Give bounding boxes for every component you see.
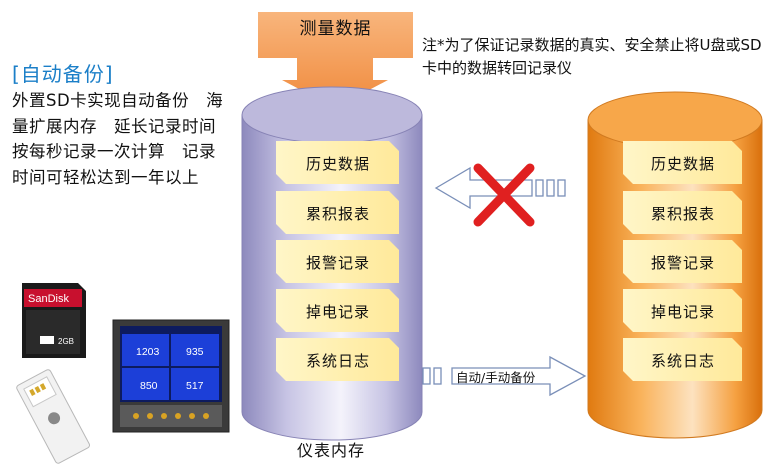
- forbidden-cross-icon: [473, 163, 535, 227]
- backup-item-alarm-record: 报警记录: [650, 254, 715, 272]
- internal-item-history: 历史数据: [305, 155, 370, 173]
- backup-slot-1: [623, 141, 742, 184]
- sd-card-capacity: 2GB: [58, 337, 74, 346]
- internal-slot-4: [276, 289, 399, 332]
- usb-stick-image: [16, 369, 90, 464]
- warning-note: 注*为了保证记录数据的真实、安全禁止将U盘或SD卡中的数据转回记录仪: [422, 36, 762, 77]
- internal-item-power-loss-record: 掉电记录: [305, 303, 370, 321]
- backup-slot-2: [623, 191, 742, 234]
- backup-arrow: [422, 355, 587, 397]
- backup-slot-3: [623, 240, 742, 283]
- backup-item-history: 历史数据: [650, 155, 715, 173]
- device-value-2: 935: [186, 346, 204, 358]
- recorder-device-image: 1203 935 850 517: [112, 319, 230, 433]
- internal-slot-2: [276, 191, 399, 234]
- internal-slot-5: [276, 338, 399, 381]
- internal-storage-label: 仪表内存: [296, 441, 365, 460]
- device-value-1: 1203: [136, 346, 160, 358]
- sd-card-brand: SanDisk: [28, 293, 69, 305]
- feature-heading: [自动备份]: [12, 62, 114, 86]
- measurement-arrow: [258, 12, 413, 108]
- backup-item-cumulative-report: 累积报表: [650, 205, 715, 223]
- device-value-4: 517: [186, 380, 204, 392]
- measurement-arrow-label: 测量数据: [299, 19, 372, 39]
- internal-item-system-log: 系统日志: [305, 352, 370, 370]
- internal-slot-3: [276, 240, 399, 283]
- device-value-3: 850: [140, 380, 158, 392]
- internal-item-cumulative-report: 累积报表: [305, 205, 370, 223]
- backup-arrow-label: 自动/手动备份: [456, 370, 536, 385]
- feature-description: 外置SD卡实现自动备份 海量扩展内存 延长记录时间 按每秒记录一次计算 记录时间…: [12, 91, 233, 187]
- sd-card-image: SanDisk 2GB: [22, 283, 86, 358]
- forbidden-return-arrow: [434, 166, 566, 210]
- backup-slot-5: [623, 338, 742, 381]
- backup-item-system-log: 系统日志: [650, 352, 715, 370]
- internal-item-alarm-record: 报警记录: [305, 254, 370, 272]
- backup-slot-4: [623, 289, 742, 332]
- backup-item-power-loss-record: 掉电记录: [650, 303, 715, 321]
- internal-slot-1: [276, 141, 399, 184]
